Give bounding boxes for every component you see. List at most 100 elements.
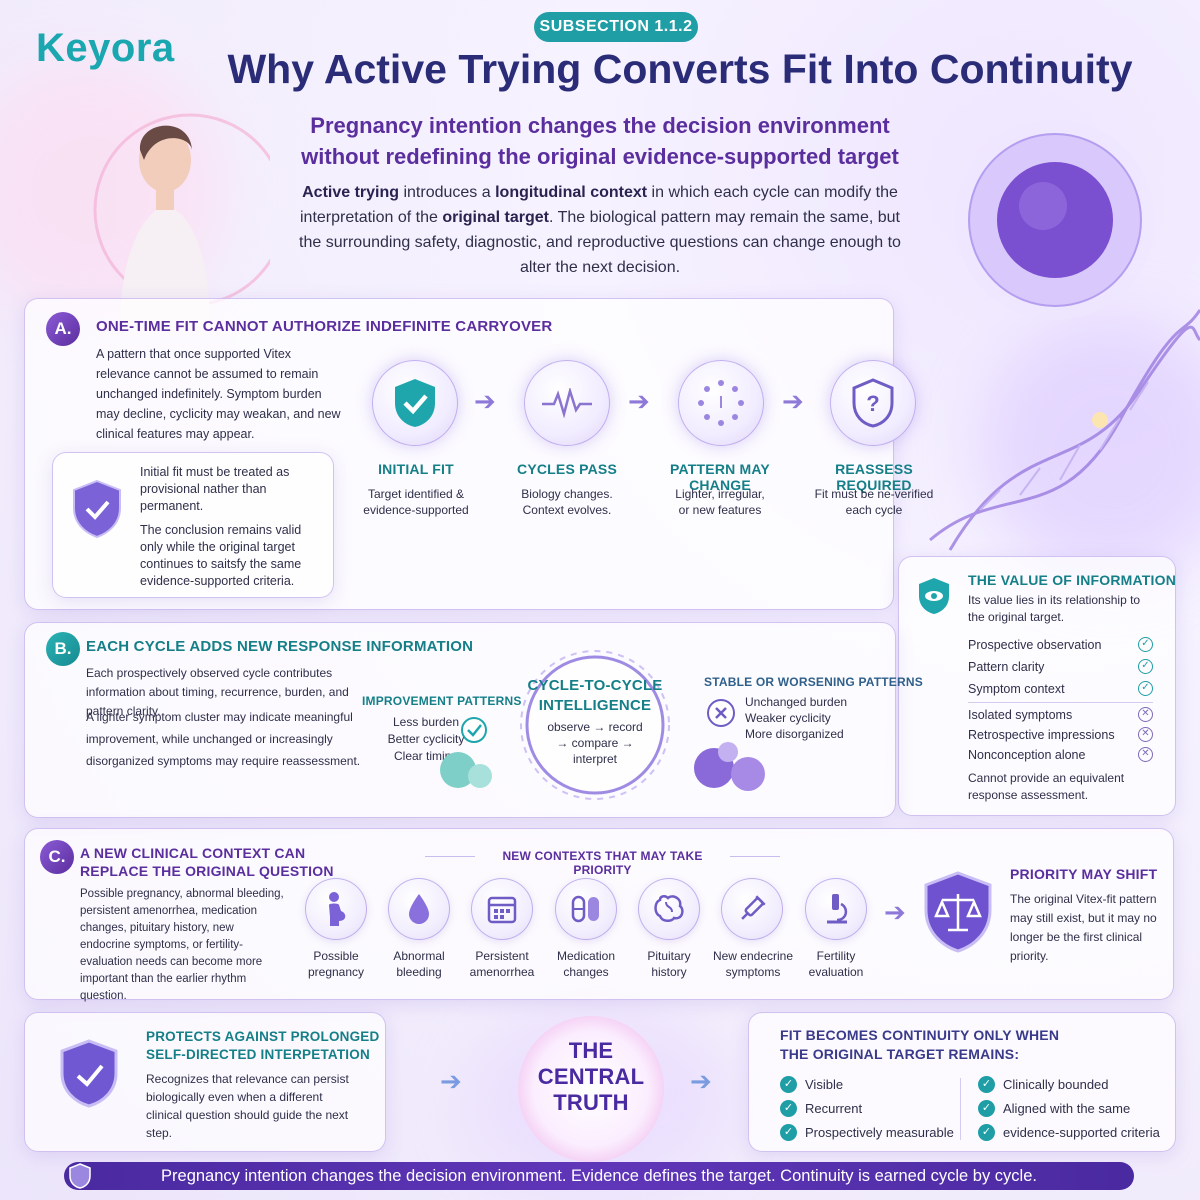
svg-text:?: ?: [866, 391, 879, 416]
arrow-right-icon: ➔: [782, 386, 804, 416]
divider: [425, 856, 475, 857]
x-circle-icon: ✕: [1138, 707, 1153, 722]
section-a-body: A pattern that once supported Vitex rele…: [96, 347, 341, 441]
section-b-heading: EACH CYCLE ADDS NEW RESPONSE INFORMATION: [86, 638, 474, 655]
pills-icon: [571, 895, 599, 923]
arrow-right-icon: ➔: [884, 897, 906, 927]
check-icon: ✓: [780, 1076, 797, 1093]
section-b-body-1: Each prospectively observed cycle contri…: [86, 666, 349, 718]
improvement-cells-icon: [440, 717, 492, 788]
fit-condition: ✓Recurrent: [780, 1100, 862, 1117]
section-a-heading: ONE-TIME FIT CANNOT AUTHORIZE INDEFINITE…: [96, 318, 553, 335]
subtitle-line: without redefining the original evidence…: [301, 144, 899, 169]
value-positive-row: Prospective observation✓: [968, 637, 1153, 652]
section-b-badge: B.: [46, 632, 80, 666]
value-sub: Its value lies in its relationship to th…: [968, 593, 1141, 624]
value-negative-row: Isolated symptoms✕: [968, 707, 1153, 722]
footer-banner: Pregnancy intention changes the decision…: [64, 1162, 1134, 1190]
priority-heading: PRIORITY MAY SHIFT: [1010, 866, 1158, 882]
intro-paragraph: Active trying introduces a longitudinal …: [299, 184, 901, 276]
shield-check-icon: [395, 379, 435, 427]
check-icon: ✓: [1138, 681, 1153, 696]
step-cycles-pass-title: CYCLES PASS: [517, 461, 617, 477]
arrow-right-icon: ➔: [690, 1066, 712, 1096]
section-b-body-2: A lighter symptom cluster may indicate m…: [86, 710, 361, 768]
value-positive-row: Symptom context✓: [968, 681, 1153, 696]
fit-condition: ✓evidence-supported criteria: [978, 1124, 1160, 1141]
pattern-change-icon-circle: [678, 360, 764, 446]
context-item: [471, 878, 533, 940]
check-icon: ✓: [978, 1100, 995, 1117]
pregnancy-icon: [329, 892, 346, 926]
fit-condition: ✓Aligned with the same: [978, 1100, 1130, 1117]
brain-icon: [654, 895, 684, 922]
check-icon: ✓: [1138, 659, 1153, 674]
dotted-circle-icon: [698, 380, 744, 426]
step-initial-fit-title: INITIAL FIT: [378, 461, 454, 477]
divider: [968, 702, 1153, 703]
contexts-title: NEW CONTEXTS THAT MAY TAKE PRIORITY: [502, 849, 703, 877]
initial-fit-icon-circle: [372, 360, 458, 446]
context-item: [721, 878, 783, 940]
fit-condition: ✓Prospectively measurable: [780, 1124, 954, 1141]
priority-body: The original Vitex-fit pattern may still…: [1010, 892, 1157, 963]
check-icon: ✓: [978, 1076, 995, 1093]
protects-body: Recognizes that relevance can persist bi…: [146, 1072, 349, 1140]
central-truth-orb: [518, 1016, 664, 1162]
fit-condition: ✓Visible: [780, 1076, 843, 1093]
arrow-right-icon: ➔: [628, 386, 650, 416]
stable-patterns-title: STABLE OR WORSENING PATTERNS: [704, 675, 923, 689]
x-circle-icon: ✕: [1138, 727, 1153, 742]
check-icon: ✓: [1138, 637, 1153, 652]
context-item: [638, 878, 700, 940]
drop-icon: [409, 894, 429, 924]
cycles-pass-icon-circle: [524, 360, 610, 446]
subtitle-line: Pregnancy intention changes the decision…: [310, 113, 890, 138]
pulse-wave-icon: [542, 388, 592, 418]
x-circle-icon: [707, 699, 735, 727]
step-cycles-pass-desc: Biology changes.Context evolves.: [521, 487, 613, 517]
section-a-note-1: Initial fit must be treated as provision…: [140, 465, 290, 513]
context-item: [388, 878, 450, 940]
divider: [730, 856, 780, 857]
bg-glow: [980, 320, 1200, 580]
divider: [960, 1078, 961, 1140]
check-icon: ✓: [978, 1124, 995, 1141]
arrow-right-icon: ➔: [474, 386, 496, 416]
page-subtitle: Pregnancy intention changes the decision…: [240, 110, 960, 172]
section-a-badge: A.: [46, 312, 80, 346]
microscope-icon: [827, 894, 848, 924]
subsection-pill: SUBSECTION 1.1.2: [534, 12, 698, 42]
improvement-patterns-title: IMPROVEMENT PATTERNS: [362, 694, 522, 708]
shield-check-icon: [73, 479, 121, 539]
section-a-note-2: The conclusion remains valid only while …: [140, 523, 302, 588]
context-item: [555, 878, 617, 940]
brand-logo: Keyora: [36, 26, 175, 70]
reassess-icon-circle: ?: [830, 360, 916, 446]
shield-scales-icon: [924, 871, 992, 953]
shield-question-icon: ?: [852, 378, 894, 428]
value-heading: THE VALUE OF INFORMATION: [968, 572, 1177, 588]
step-pattern-change-desc: Lighter, irregular,or new features: [675, 487, 765, 517]
calendar-icon: [487, 896, 517, 924]
context-item: [805, 878, 867, 940]
step-reassess-title: REASSESS REQUIRED: [835, 461, 913, 493]
value-negative-row: Nonconception alone✕: [968, 747, 1153, 762]
fit-condition: ✓Clinically bounded: [978, 1076, 1109, 1093]
value-positive-row: Pattern clarity✓: [968, 659, 1153, 674]
check-icon: ✓: [780, 1124, 797, 1141]
woman-illustration: [93, 113, 270, 330]
